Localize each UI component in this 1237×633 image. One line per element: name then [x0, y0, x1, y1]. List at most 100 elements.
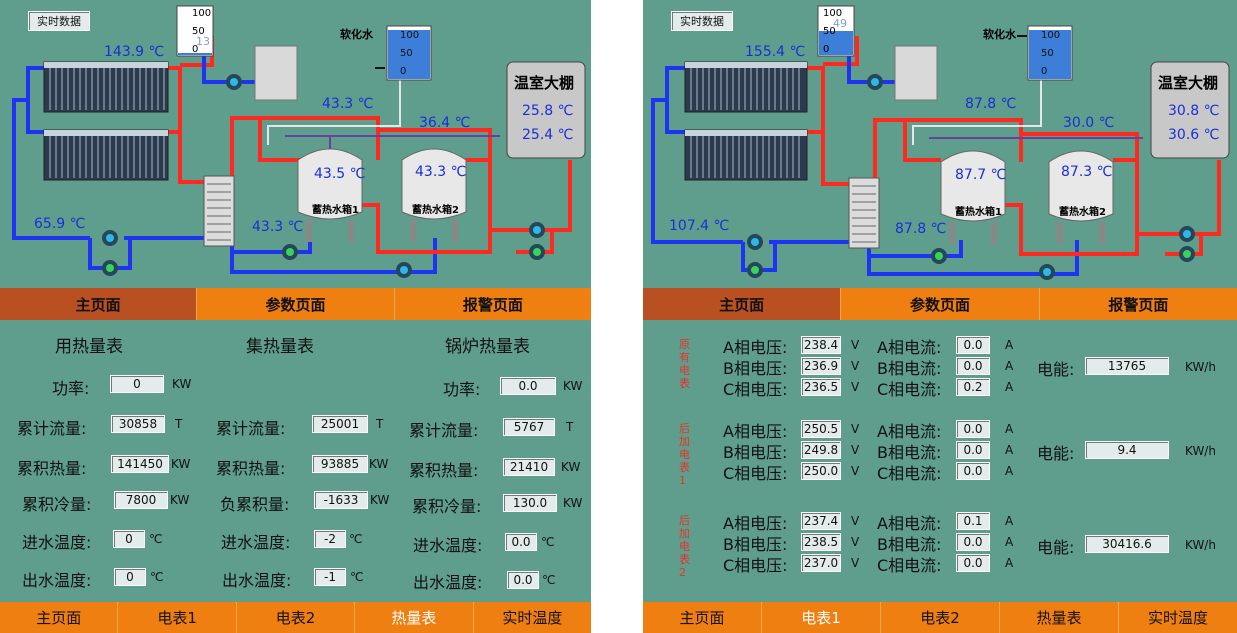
pump-icon[interactable]: [747, 234, 763, 250]
soft-tank-bot-tick: 0: [1041, 66, 1048, 77]
current-b-label: B相电流:: [877, 359, 942, 378]
pump-icon[interactable]: [102, 260, 118, 276]
nav-heat-meter[interactable]: 热量表: [1000, 602, 1119, 633]
power-unit-right: KW: [563, 379, 583, 393]
nav-home[interactable]: 主页面: [0, 602, 119, 633]
pump-icon[interactable]: [1179, 226, 1195, 242]
storage-box: [254, 45, 298, 101]
group-side-label: 原有电表: [679, 338, 690, 390]
current-a-label: A相电流:: [877, 422, 942, 441]
level-gauge: [817, 5, 855, 57]
energy-label: 电能:: [1037, 444, 1075, 463]
row-value: 141450: [111, 455, 169, 473]
realtime-data-button[interactable]: 实时数据: [671, 11, 733, 31]
nav-alarm[interactable]: 报警页面: [1108, 295, 1169, 314]
nav-home[interactable]: 主页面: [643, 288, 842, 320]
current-a-value: 0.0: [956, 336, 990, 354]
pump-icon[interactable]: [1039, 264, 1055, 280]
solar-collector-bottom: [43, 129, 169, 181]
soft-water-gauge: [1027, 25, 1073, 81]
nav-heat-meter[interactable]: 热量表: [355, 602, 474, 633]
greenhouse-box: [506, 61, 586, 159]
tank2-name: 蓄热水箱2: [1059, 207, 1106, 218]
voltage-c-label: C相电压:: [723, 464, 788, 483]
row-value: 0.0: [507, 571, 539, 589]
soft-tank-top-tick: 100: [400, 30, 420, 41]
pipe-temp-right: 30.0 ℃: [1063, 115, 1115, 131]
current-unit: A: [1005, 535, 1014, 549]
gauge-mid-tick: 50: [192, 26, 205, 37]
soft-water-label: 软化水: [983, 28, 1016, 41]
nav-meter-1[interactable]: 电表1: [762, 602, 881, 633]
voltage-b-label: B相电压:: [723, 443, 788, 462]
voltage-b-label: B相电压:: [723, 535, 788, 554]
pump-icon[interactable]: [282, 244, 298, 260]
current-unit: A: [1005, 338, 1014, 352]
tank2-temp: 87.3 ℃: [1061, 164, 1113, 180]
power-label: 功率:: [52, 379, 90, 398]
nav-params[interactable]: 参数页面: [841, 288, 1040, 320]
pump-icon[interactable]: [396, 262, 412, 278]
row-value: 7800: [114, 491, 168, 509]
pump-icon[interactable]: [102, 230, 118, 246]
row-unit: ℃: [350, 570, 364, 584]
pump-icon[interactable]: [529, 244, 545, 260]
nav-home[interactable]: 主页面: [0, 288, 198, 320]
voltage-unit: V: [851, 422, 860, 436]
tank1-temp: 87.7 ℃: [955, 167, 1007, 183]
tank1-name: 蓄热水箱1: [955, 207, 1002, 218]
pipe-temp-mid: 43.3 ℃: [322, 96, 374, 112]
current-unit: A: [1005, 380, 1014, 394]
nav-meter-2[interactable]: 电表2: [237, 602, 356, 633]
energy-unit: KW/h: [1185, 444, 1216, 458]
voltage-unit: V: [851, 535, 860, 549]
top-nav-right: 主页面 参数页面 报警页面: [643, 288, 1237, 320]
voltage-c-value: 237.0: [801, 554, 841, 572]
thermal-tank-2: [401, 148, 467, 242]
row-label: 进水温度:: [413, 536, 483, 555]
realtime-data-button[interactable]: 实时数据: [28, 11, 90, 31]
row-unit: KW: [370, 493, 390, 507]
header-collect-heat: 集热量表: [246, 337, 314, 357]
voltage-a-value: 237.4: [801, 512, 841, 530]
heat-meter-panel: 用热量表 集热量表 锅炉热量表 功率: 0 KW 功率: 0.0 KW 累计流量…: [0, 320, 591, 602]
current-a-label: A相电流:: [877, 338, 942, 357]
energy-unit: KW/h: [1185, 538, 1216, 552]
nav-realtime-temp[interactable]: 实时温度: [1147, 609, 1208, 627]
row-label: 负累积量:: [220, 495, 290, 514]
process-panel-right: 实时数据 100 50 0 49 100 50 0 软化水 155.4 ℃ 10…: [643, 0, 1237, 288]
energy-label: 电能:: [1037, 538, 1075, 557]
nav-realtime-temp[interactable]: 实时温度: [502, 609, 563, 627]
level-gauge: [176, 5, 214, 57]
voltage-unit: V: [851, 556, 860, 570]
row-unit: ℃: [541, 535, 555, 549]
row-value: 130.0: [503, 494, 557, 512]
nav-home[interactable]: 主页面: [643, 602, 762, 633]
pump-icon[interactable]: [226, 74, 242, 90]
energy-unit: KW/h: [1185, 360, 1216, 374]
pump-icon[interactable]: [529, 222, 545, 238]
row-unit: T: [566, 420, 574, 434]
row-value: 30858: [111, 415, 165, 433]
row-unit: T: [376, 417, 384, 431]
process-diagram-left: [12, 5, 586, 278]
voltage-a-value: 238.4: [801, 336, 841, 354]
row-unit: ℃: [349, 532, 363, 546]
row-unit: KW: [171, 457, 191, 471]
pump-icon[interactable]: [867, 74, 883, 90]
row-label: 进水温度:: [22, 533, 92, 552]
pump-icon[interactable]: [747, 262, 763, 278]
pump-icon[interactable]: [931, 248, 947, 264]
pump-icon[interactable]: [1179, 246, 1195, 262]
nav-params[interactable]: 参数页面: [197, 288, 395, 320]
row-value: 0.0: [505, 533, 537, 551]
nav-alarm[interactable]: 报警页面: [462, 295, 523, 314]
row-label: 累计流量:: [216, 419, 286, 438]
row-label: 累积热量:: [17, 459, 87, 478]
gauge-value: 13: [196, 35, 210, 48]
nav-meter-2[interactable]: 电表2: [881, 602, 1000, 633]
nav-meter-1[interactable]: 电表1: [118, 602, 237, 633]
energy-value: 13765: [1085, 357, 1169, 375]
process-panel-left: 实时数据 100 50 0 13 100 50 0 软化水 143.9 ℃ 65…: [0, 0, 591, 288]
